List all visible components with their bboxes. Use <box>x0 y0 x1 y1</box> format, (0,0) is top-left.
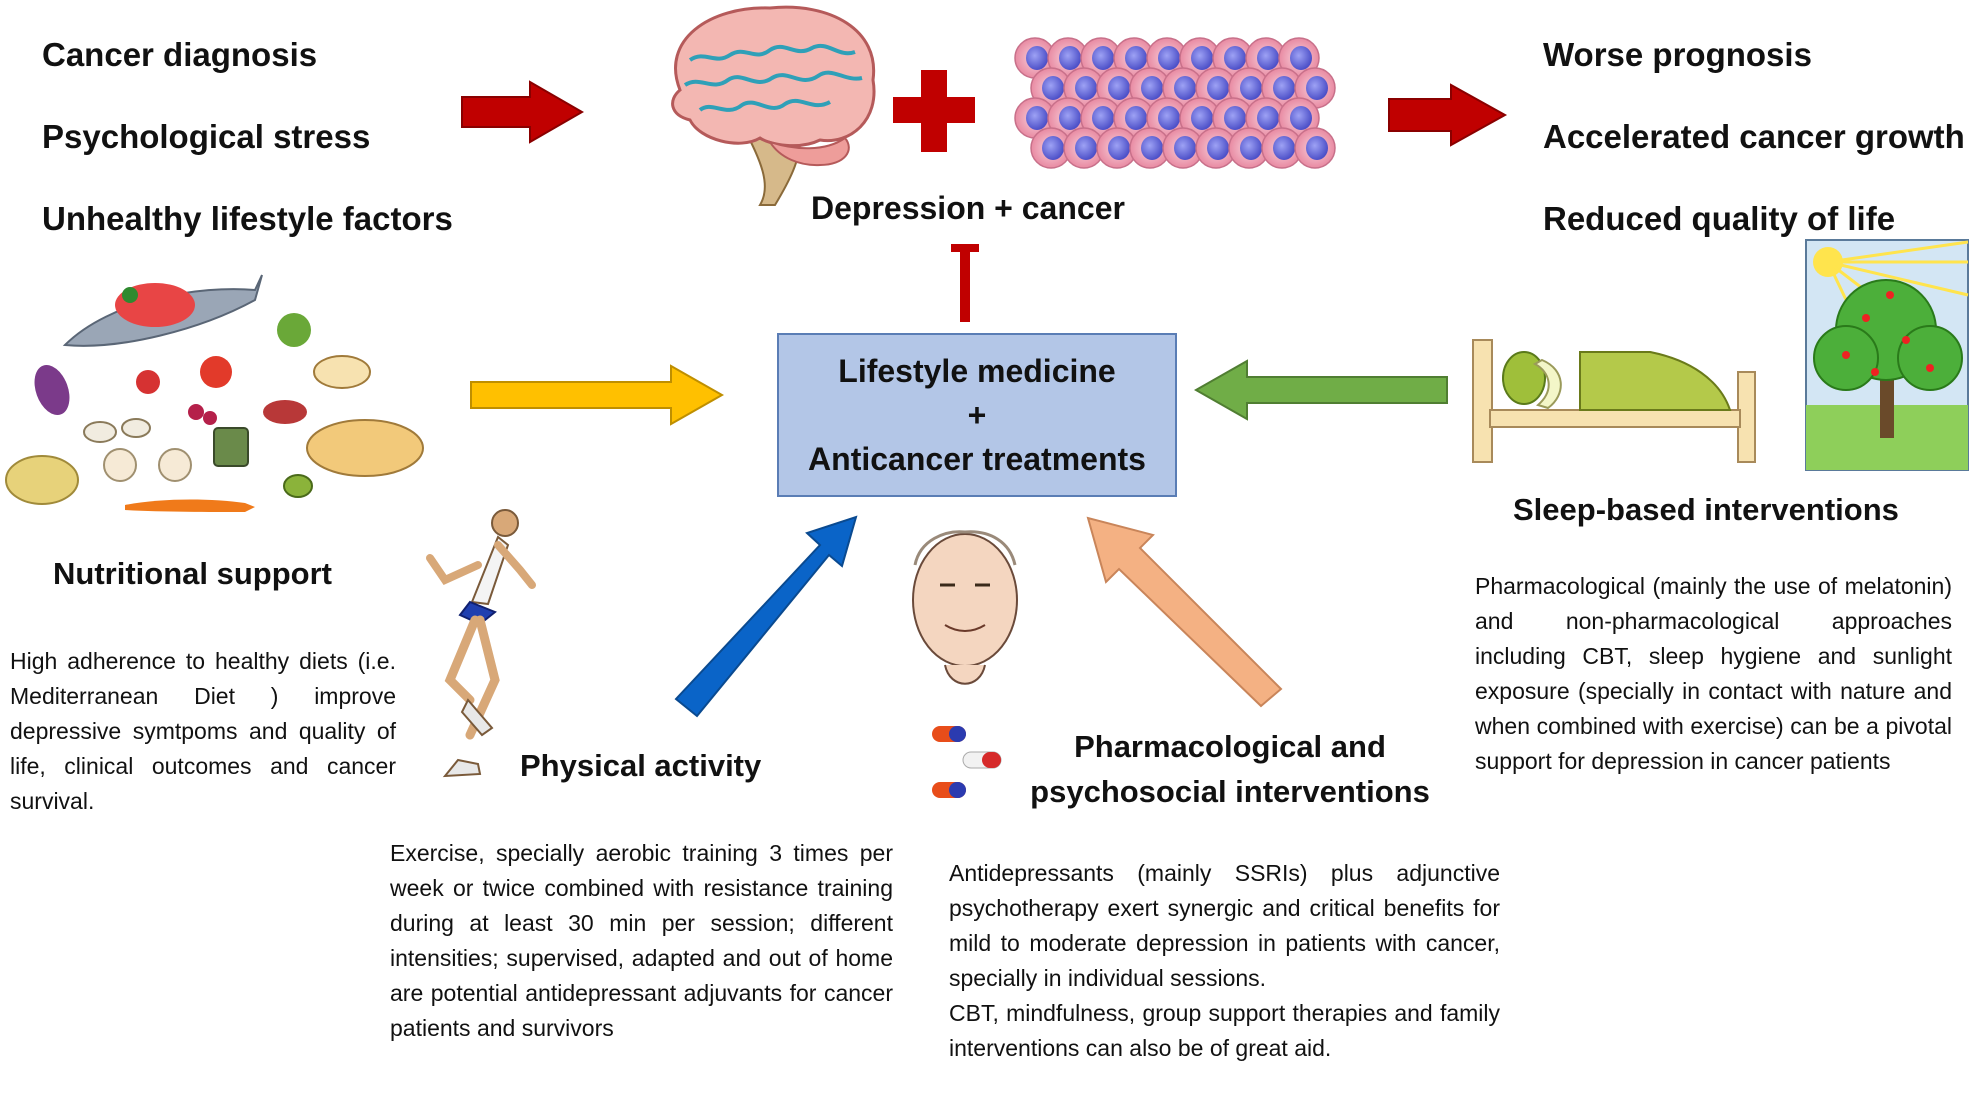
center-line1: Lifestyle medicine <box>838 353 1116 389</box>
blue-arrow <box>674 515 858 718</box>
center-line3: Anticancer treatments <box>808 441 1146 477</box>
outcome-item: Worse prognosis <box>1543 36 1812 73</box>
sleep-title: Sleep-based interventions <box>1513 492 1899 527</box>
physical-text: Exercise, specially aerobic training 3 t… <box>390 840 893 1041</box>
pharma-text1: Antidepressants (mainly SSRIs) plus adju… <box>949 860 1500 991</box>
pills-icon <box>932 726 1002 798</box>
outcomes-list: Worse prognosis Accelerated cancer growt… <box>1543 14 1965 260</box>
plus-icon <box>893 70 975 152</box>
green-arrow <box>1193 359 1448 421</box>
pharma-text: Antidepressants (mainly SSRIs) plus adju… <box>949 856 1500 1066</box>
cancer-cells-icon <box>1014 37 1336 169</box>
red-arrow-left <box>461 80 585 144</box>
cause-item: Psychological stress <box>42 118 371 155</box>
runner-icon <box>426 509 536 778</box>
tree-sun-icon <box>1805 239 1969 471</box>
cause-item: Unhealthy lifestyle factors <box>42 200 453 237</box>
orange-arrow <box>1086 516 1283 708</box>
yellow-arrow <box>470 364 725 426</box>
pharma-title-line2: psychosocial interventions <box>1030 774 1430 809</box>
bed-icon <box>1472 339 1756 463</box>
depression-cancer-label: Depression + cancer <box>811 190 1125 226</box>
physical-title: Physical activity <box>520 748 762 783</box>
outcome-item: Accelerated cancer growth <box>1543 118 1965 155</box>
elderly-face-icon <box>912 530 1018 685</box>
inhibition-arrow <box>951 244 979 322</box>
center-box: Lifestyle medicine + Anticancer treatmen… <box>777 333 1177 497</box>
food-icon <box>5 274 424 512</box>
nutrition-title: Nutritional support <box>53 556 332 591</box>
sleep-text: Pharmacological (mainly the use of melat… <box>1475 573 1952 774</box>
red-arrow-right <box>1388 83 1508 147</box>
cause-item: Cancer diagnosis <box>42 36 318 73</box>
nutrition-text: High adherence to healthy diets (i.e. Me… <box>10 648 396 814</box>
pharma-title-line1: Pharmacological and <box>1074 729 1386 764</box>
outcome-item: Reduced quality of life <box>1543 200 1896 237</box>
pharma-text2: CBT, mindfulness, group support therapie… <box>949 1000 1500 1061</box>
brain-icon <box>671 5 876 206</box>
center-line2: + <box>967 397 987 433</box>
pharma-title: Pharmacological and psychosocial interve… <box>1020 724 1440 814</box>
causes-list: Cancer diagnosis Psychological stress Un… <box>42 14 453 260</box>
